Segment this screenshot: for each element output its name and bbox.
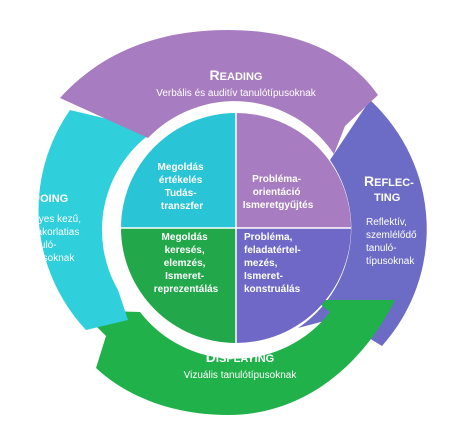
quadrant-top-right [236,113,351,228]
quadrant-top-right-text: Probléma- orientáció Ismeretgyűjtés [243,174,314,211]
quadrant-bottom-left [121,228,236,343]
reading-description: Verbális és auditív tanulótípusoknak [156,88,317,99]
quadrant-bottom-left-text: Megoldás keresés, elemzés, Ismeret- repr… [154,232,219,295]
quadrant-bottom-right [236,228,351,343]
quadrant-top-left-text: Megoldás értékelés Tudás- transzfer [158,162,207,212]
reflecting-description: Reflektív, szemlélődő tanuló- típusoknak [366,217,419,267]
quadrant-bottom-right-text: Probléma, feladatértel- mezés, Ismeret- … [244,232,303,295]
displaying-title: DISPLAYING [206,349,274,365]
doing-segment [38,110,150,330]
doing-title: DOING [30,189,68,205]
reading-title: READING [210,67,263,83]
reflecting-title-line2: TING [374,192,400,204]
reflecting-title-line1: REFLEC- [364,173,414,189]
doing-description: Ügyes kezű, gyakorlatias tanuló- típusok… [26,213,84,264]
displaying-segment [80,300,395,415]
quadrant-top-left [121,113,236,228]
reading-segment [60,30,378,154]
displaying-description: Vizuális tanulótípusoknak [184,370,298,381]
reflecting-segment [298,100,427,346]
